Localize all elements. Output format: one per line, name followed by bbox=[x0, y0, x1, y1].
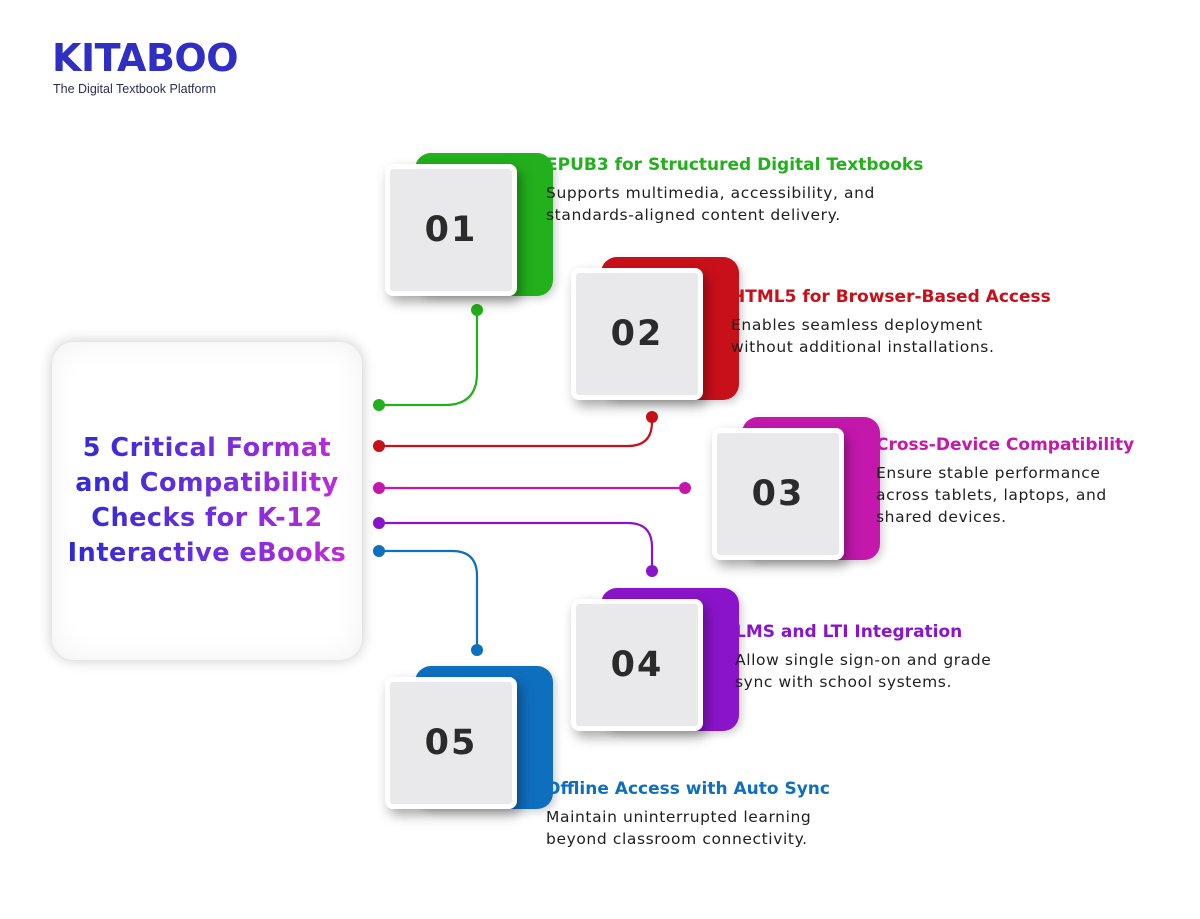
step-number: 04 bbox=[610, 645, 664, 685]
connector-dot bbox=[373, 399, 385, 411]
connector-dot bbox=[471, 304, 483, 316]
step-number: 05 bbox=[424, 723, 478, 763]
connector-dot bbox=[471, 644, 483, 656]
connector-dot bbox=[679, 482, 691, 494]
center-card: 5 Critical Format and Compatibility Chec… bbox=[52, 342, 362, 660]
step-title: LMS and LTI Integration bbox=[735, 622, 963, 642]
connector-dot bbox=[373, 482, 385, 494]
step-description: Supports multimedia, accessibility, and … bbox=[546, 184, 875, 224]
step-box-05: 05 bbox=[385, 666, 560, 811]
connector-05 bbox=[379, 549, 479, 650]
step-number: 02 bbox=[610, 314, 664, 354]
step-title: Offline Access with Auto Sync bbox=[546, 779, 830, 799]
brand-name: KITABOO bbox=[52, 36, 239, 80]
connector-02 bbox=[379, 417, 654, 448]
step-box-03: 03 bbox=[712, 417, 887, 562]
step-number: 03 bbox=[751, 474, 805, 514]
brand-logo: KITABOO The Digital Textbook Platform bbox=[52, 36, 239, 96]
step-number: 01 bbox=[424, 210, 478, 250]
step-description: Maintain uninterrupted learning beyond c… bbox=[546, 808, 812, 848]
step-description: Allow single sign-on and grade sync with… bbox=[735, 651, 992, 691]
step-title: EPUB3 for Structured Digital Textbooks bbox=[546, 155, 924, 175]
main-title: 5 Critical Format and Compatibility Chec… bbox=[62, 431, 352, 571]
connector-dot bbox=[646, 411, 658, 423]
step-text-04: LMS and LTI Integration Allow single sig… bbox=[735, 621, 991, 693]
connector-dot bbox=[373, 517, 385, 529]
connector-dot bbox=[373, 545, 385, 557]
brand-tagline: The Digital Textbook Platform bbox=[53, 82, 217, 96]
step-title: Cross-Device Compatibility bbox=[876, 435, 1135, 455]
step-box-02: 02 bbox=[571, 257, 746, 402]
connector-01 bbox=[379, 310, 479, 407]
connector-04 bbox=[379, 521, 654, 571]
connector-dot bbox=[646, 565, 658, 577]
step-tile: 01 bbox=[385, 164, 517, 296]
step-tile: 05 bbox=[385, 677, 517, 809]
step-tile: 03 bbox=[712, 428, 844, 560]
step-description: Ensure stable performance across tablets… bbox=[876, 464, 1107, 526]
step-text-03: Cross-Device Compatibility Ensure stable… bbox=[876, 434, 1134, 528]
step-title: HTML5 for Browser-Based Access bbox=[731, 287, 1051, 307]
step-tile: 02 bbox=[571, 268, 703, 400]
step-text-01: EPUB3 for Structured Digital Textbooks S… bbox=[546, 154, 923, 226]
step-description: Enables seamless deployment without addi… bbox=[731, 316, 995, 356]
step-box-01: 01 bbox=[385, 153, 560, 298]
step-text-02: HTML5 for Browser-Based Access Enables s… bbox=[731, 286, 1051, 358]
step-box-04: 04 bbox=[571, 588, 746, 733]
connector-dot bbox=[373, 440, 385, 452]
step-text-05: Offline Access with Auto Sync Maintain u… bbox=[546, 778, 830, 850]
step-tile: 04 bbox=[571, 599, 703, 731]
